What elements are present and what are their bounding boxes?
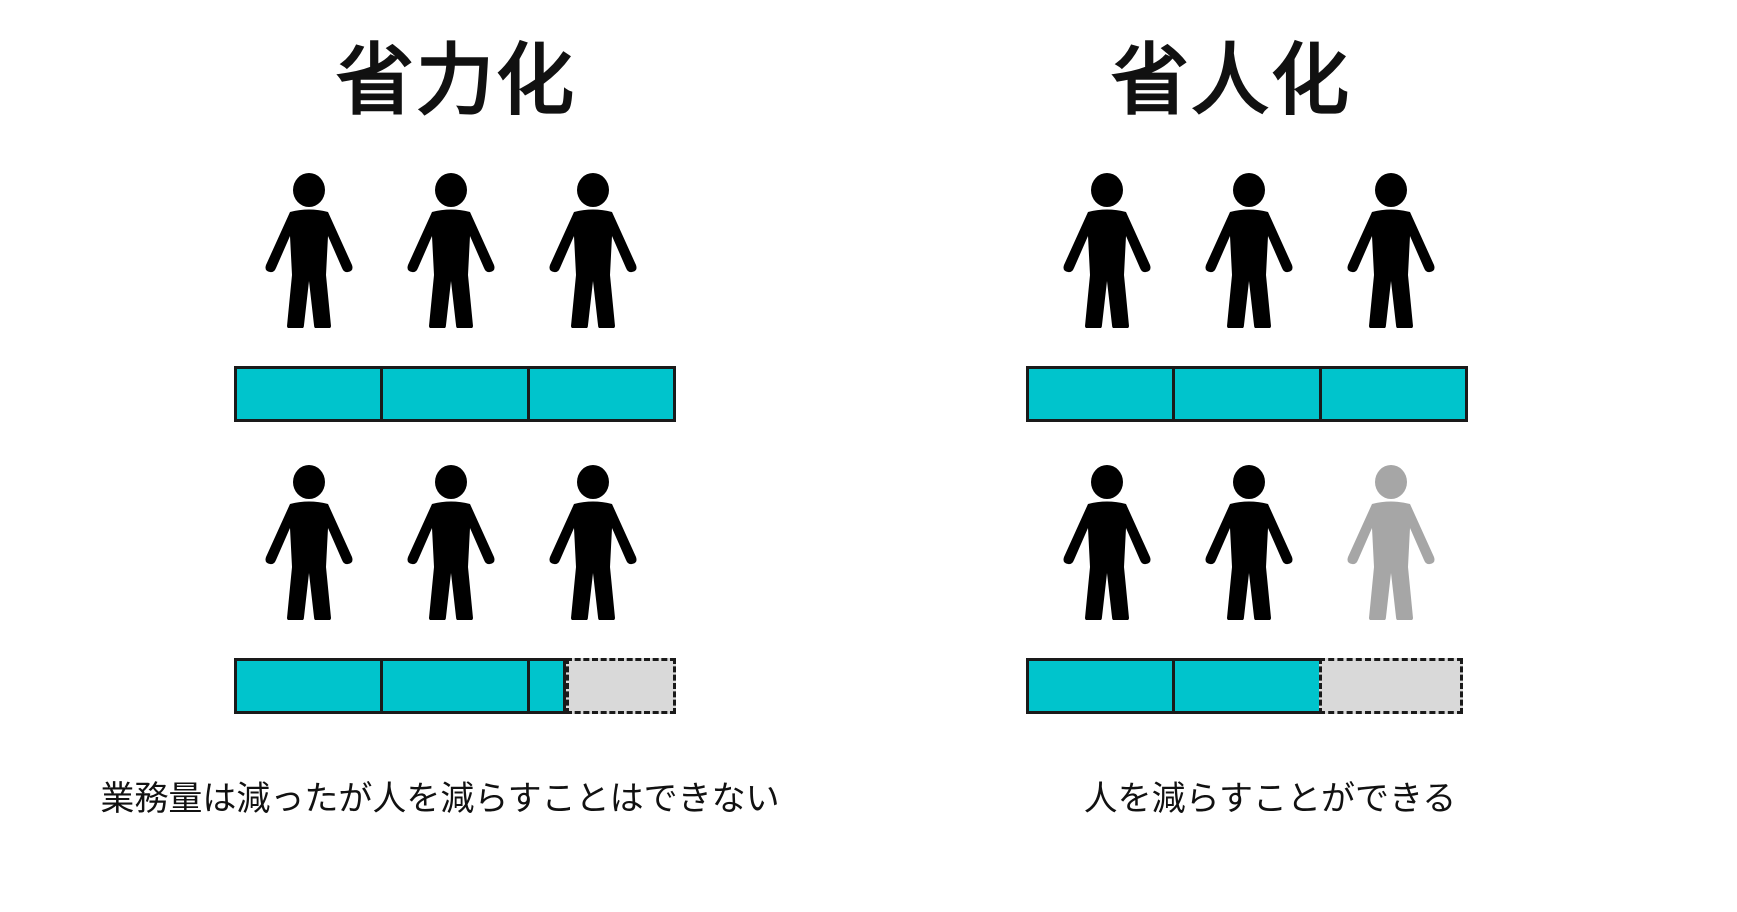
workload-segment [234,658,383,714]
workload-segment [1026,658,1175,714]
workload-segment [1026,366,1175,422]
workload-segment [527,658,566,714]
workload-segment [1172,366,1322,422]
workload-segment [527,366,676,422]
person-icon [264,173,354,328]
person-icon [1346,173,1436,328]
workload-segment [1172,658,1322,714]
person-icon [406,173,496,328]
person-icon [264,465,354,620]
workload-segment [1319,366,1468,422]
reduced-workload-segment [1319,658,1463,714]
left-caption: 業務量は減ったが人を減らすことはできない [100,779,780,819]
workload-segment [380,366,530,422]
person-icon [1062,173,1152,328]
right-title: 省人化 [1110,36,1351,126]
workload-segment [380,658,530,714]
person-icon [406,465,496,620]
person-icon [548,465,638,620]
reduced-workload-segment [566,658,676,714]
person-icon [1062,465,1152,620]
person-icon [1204,173,1294,328]
right-caption: 人を減らすことができる [1083,779,1457,819]
workload-segment [234,366,383,422]
person-icon [548,173,638,328]
removed-person-icon [1346,465,1436,620]
left-title: 省力化 [335,36,576,126]
person-icon [1204,465,1294,620]
